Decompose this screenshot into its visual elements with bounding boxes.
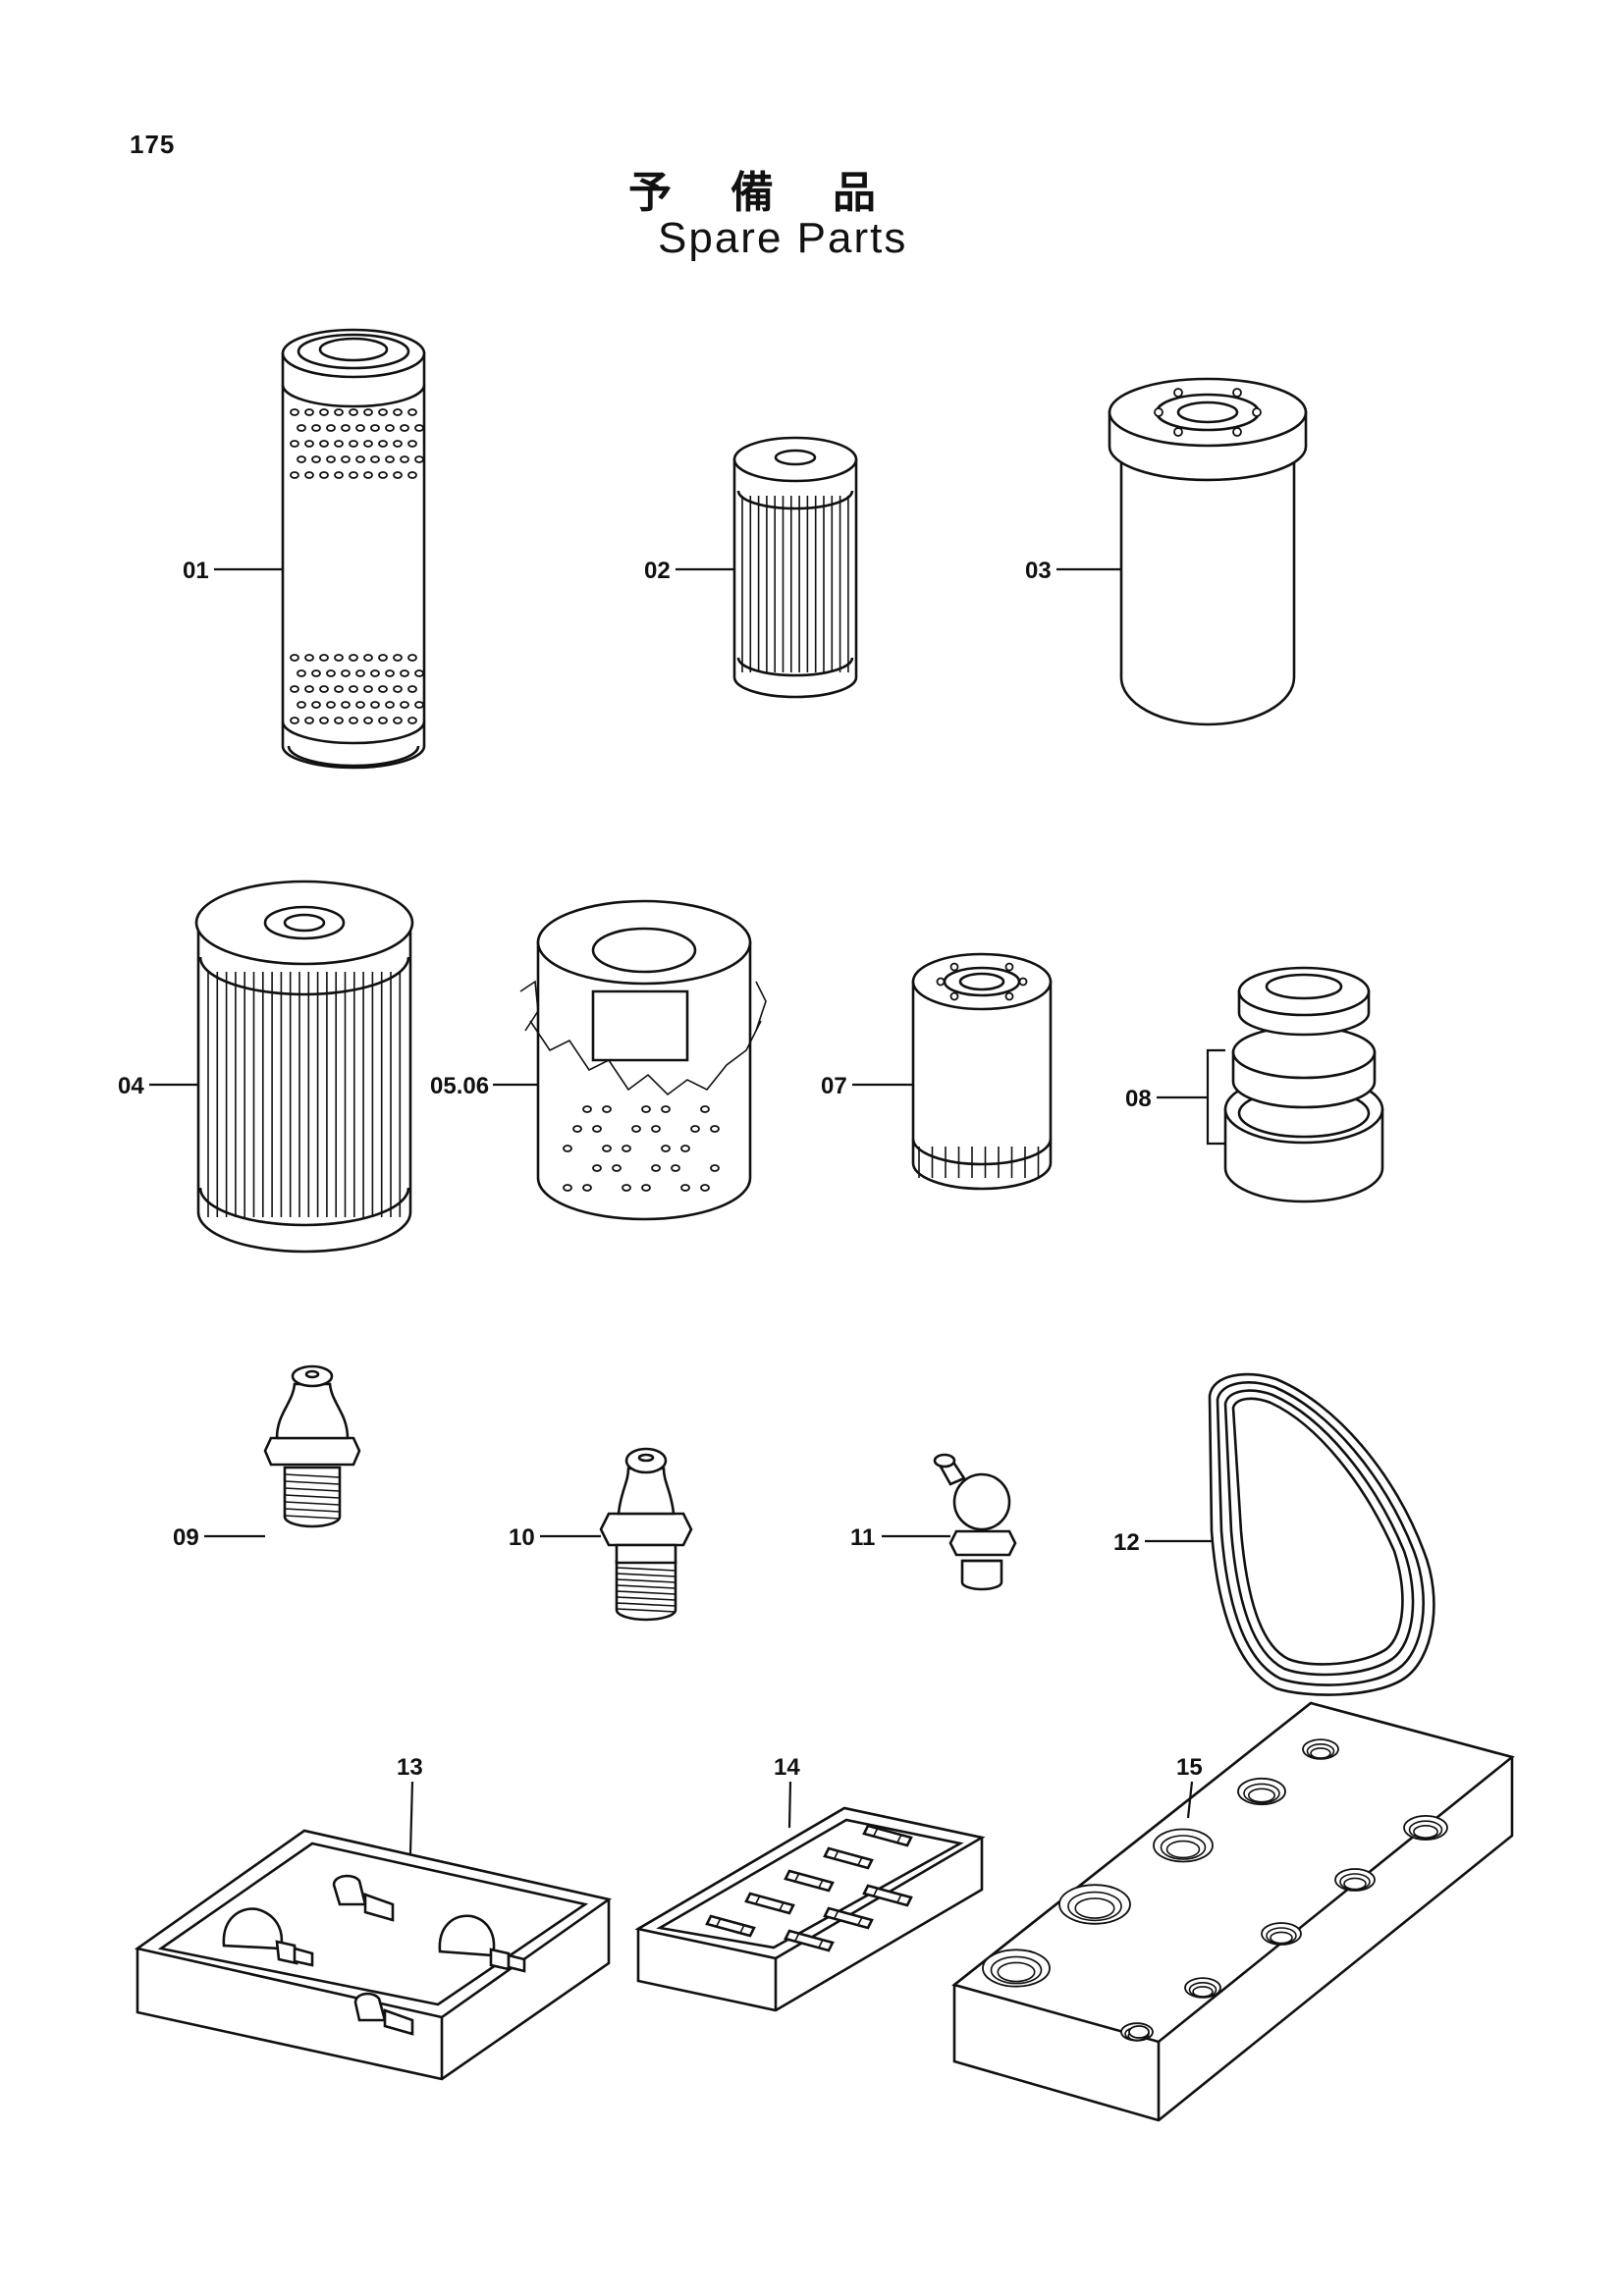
part-15-o-ring-kit-block[interactable] — [951, 1701, 1515, 2122]
callout-05-06: 05.06 — [430, 1073, 489, 1099]
leader-lines — [149, 567, 1225, 1854]
part-11-grease-nipple-angled[interactable] — [933, 1453, 1017, 1591]
part-08-cup-assembly[interactable] — [1223, 966, 1384, 1203]
callout-12: 12 — [1113, 1529, 1140, 1556]
part-07-spin-on-filter[interactable] — [911, 952, 1053, 1191]
part-09-grease-nipple-straight[interactable] — [263, 1364, 361, 1528]
callout-labels: 01 02 03 04 05.06 07 08 09 10 11 12 13 1… — [118, 558, 1203, 1781]
part-04-large-pleated-filter[interactable] — [194, 880, 414, 1254]
page-number: 175 — [130, 130, 176, 159]
part-01-filter-element[interactable] — [281, 328, 426, 770]
callout-01: 01 — [183, 558, 209, 584]
callout-08: 08 — [1125, 1086, 1152, 1112]
callout-09: 09 — [173, 1524, 199, 1551]
part-03-canister[interactable] — [1108, 377, 1308, 726]
callout-04: 04 — [118, 1073, 144, 1099]
callout-02: 02 — [644, 558, 671, 584]
part-12-v-belt[interactable] — [1208, 1372, 1435, 1696]
page-title-english: Spare Parts — [658, 214, 908, 262]
callout-07: 07 — [821, 1073, 847, 1099]
part-14-fuse-kit-tray[interactable] — [634, 1806, 986, 2012]
part-10-grease-nipple-straight[interactable] — [599, 1447, 693, 1622]
callout-15: 15 — [1176, 1754, 1203, 1781]
part-02-pleated-filter[interactable] — [732, 436, 858, 699]
page-title-japanese: 予備品 — [628, 168, 935, 218]
part-13-grease-nipple-kit-tray[interactable] — [134, 1829, 613, 2081]
callout-14: 14 — [774, 1754, 800, 1781]
part-05-06-filter-with-cutaway[interactable] — [519, 899, 767, 1221]
callout-13: 13 — [397, 1754, 423, 1781]
callout-11: 11 — [850, 1524, 875, 1551]
callout-10: 10 — [509, 1524, 535, 1551]
callout-03: 03 — [1025, 558, 1052, 584]
